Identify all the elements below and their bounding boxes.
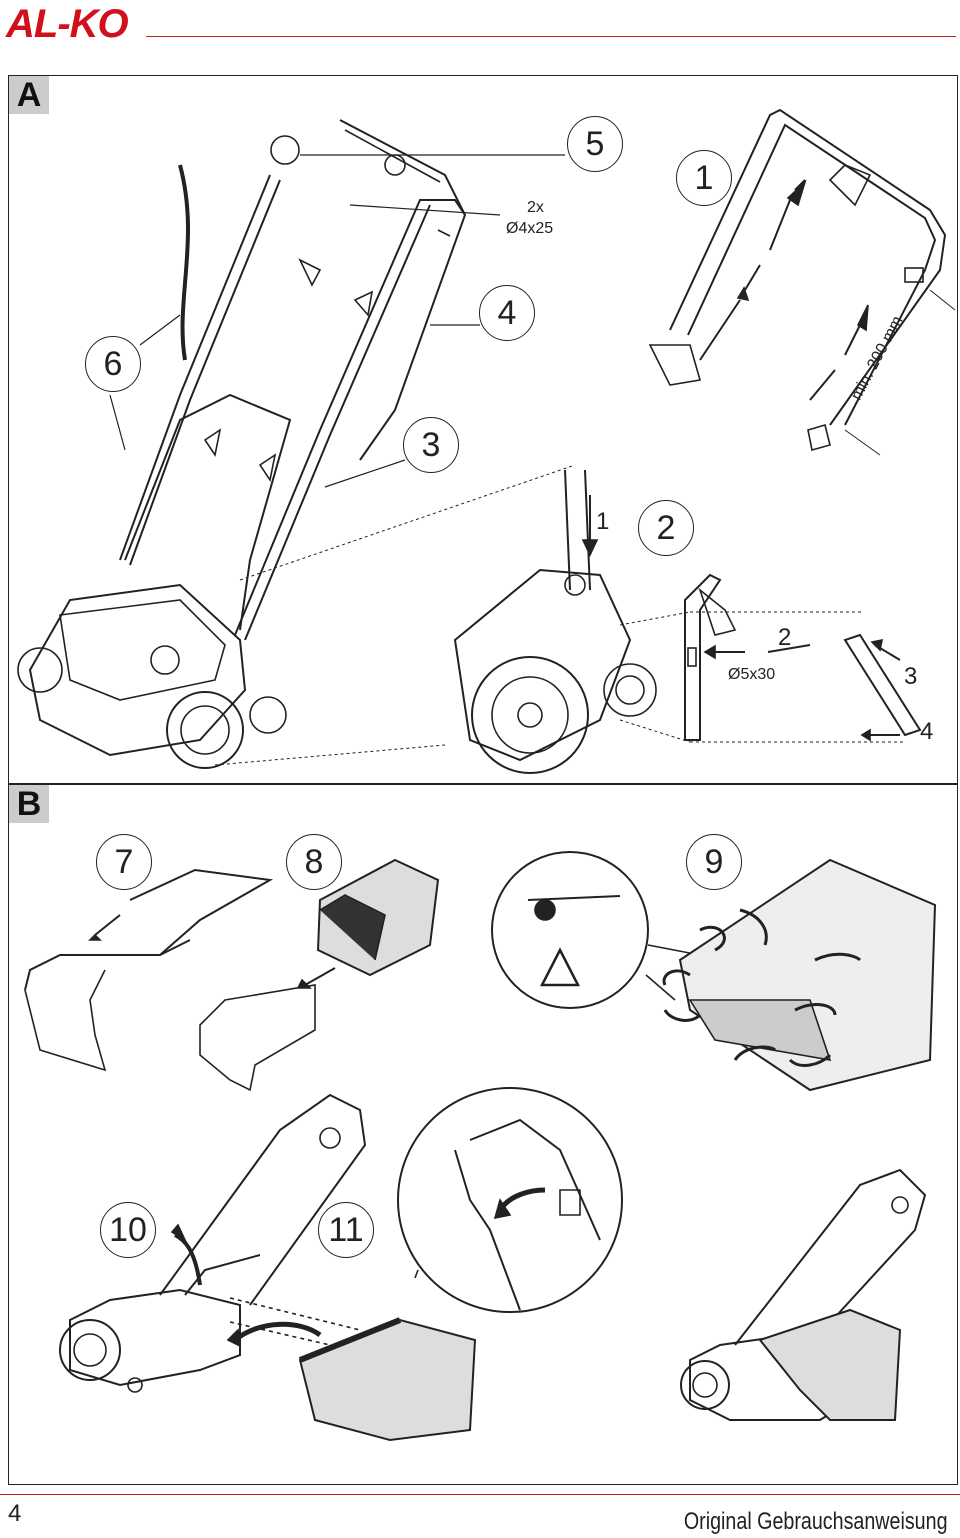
footer-rule: [0, 1494, 960, 1495]
detail-number-3: 3: [904, 663, 918, 690]
panel-b: [8, 783, 958, 1485]
upper-handle-detail-illustration: [648, 108, 956, 456]
screw-size-label: Ø4x25: [506, 220, 554, 237]
step-10-callout: 10: [100, 1202, 156, 1258]
wheel-detail-illustration: [453, 469, 657, 774]
step-11-callout: 11: [318, 1202, 374, 1258]
step-6-callout: 6: [85, 336, 141, 392]
detail-number-4: 4: [920, 718, 934, 745]
document-title: Original Gebrauchsanweisung: [684, 1508, 948, 1535]
lower-bar-detail-illustration: [684, 573, 922, 742]
step-9-callout: 9: [686, 834, 742, 890]
assembled-machine-illustration: [680, 1168, 927, 1421]
scarifier-body-illustration: [17, 583, 287, 769]
step-8-callout: 8: [286, 834, 342, 890]
panel-b-label: B: [9, 785, 49, 823]
panel-a: [8, 75, 958, 785]
step-4-callout: 4: [479, 285, 535, 341]
grass-deflector-illustration: [24, 868, 274, 1072]
bag-attach-machine-illustration: [59, 1093, 477, 1442]
detail-number-1: 1: [596, 508, 610, 535]
header-rule: [146, 36, 956, 37]
grass-bag-clips-illustration: [662, 858, 937, 1092]
bag-clip-magnifier-illustration: [491, 851, 701, 1009]
panel-a-label: A: [9, 76, 49, 114]
grass-bag-frame-illustration: [199, 858, 440, 1092]
brand-logo: AL-KO: [6, 2, 129, 46]
step-2-callout: 2: [638, 500, 694, 556]
screw-count-label: 2x: [527, 199, 544, 216]
screw-mid-label: Ø5x30: [728, 666, 776, 683]
step-3-callout: 3: [403, 417, 459, 473]
step-1-callout: 1: [676, 150, 732, 206]
page-number: 4: [8, 1500, 22, 1527]
handle-assembly-illustration: [119, 119, 467, 641]
step-5-callout: 5: [567, 116, 623, 172]
detail-number-2: 2: [778, 624, 792, 651]
bag-hook-magnifier-illustration: [397, 1087, 623, 1313]
step-7-callout: 7: [96, 834, 152, 890]
